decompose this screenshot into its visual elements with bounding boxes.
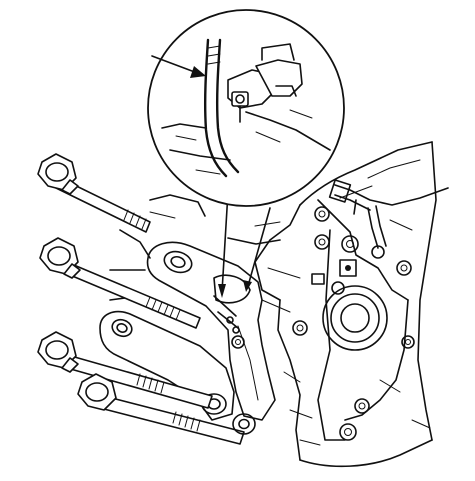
- bolt: [37, 153, 151, 233]
- harness-clip: [213, 295, 240, 334]
- bolt: [37, 331, 213, 409]
- bolt: [77, 373, 256, 445]
- bolt: [39, 237, 201, 329]
- engine-block: [254, 141, 437, 468]
- main-boss: [322, 285, 388, 351]
- callout-leaders: [218, 191, 271, 298]
- detail-magnifier: [147, 9, 345, 207]
- block-bolt-heads: [292, 206, 415, 441]
- mounting-bracket-upper: [146, 241, 276, 421]
- wire-harness: [328, 179, 449, 249]
